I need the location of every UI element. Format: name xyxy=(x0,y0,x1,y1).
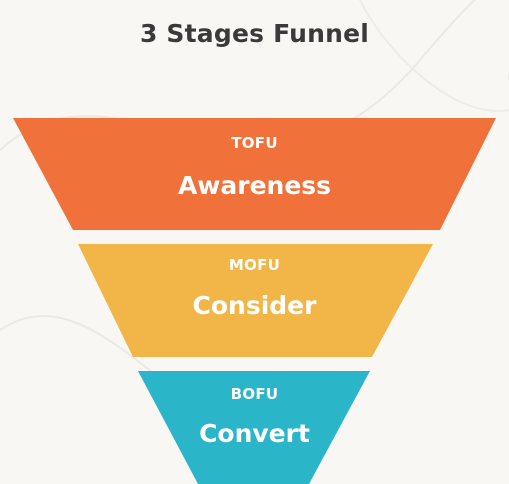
background-line xyxy=(0,0,509,151)
stage-tofu-abbr: TOFU xyxy=(231,134,278,152)
stage-mofu-name: Consider xyxy=(192,291,317,320)
background-line xyxy=(359,0,509,113)
page-title: 3 Stages Funnel xyxy=(139,19,370,48)
stage-bofu-shape xyxy=(138,371,370,484)
stage-bofu-name: Convert xyxy=(199,419,310,448)
stage-tofu-name: Awareness xyxy=(177,171,332,200)
stage-mofu-shape xyxy=(78,244,433,357)
stage-mofu-abbr: MOFU xyxy=(228,256,281,274)
stage-tofu-shape xyxy=(13,118,496,230)
stage-bofu-abbr: BOFU xyxy=(230,385,279,403)
